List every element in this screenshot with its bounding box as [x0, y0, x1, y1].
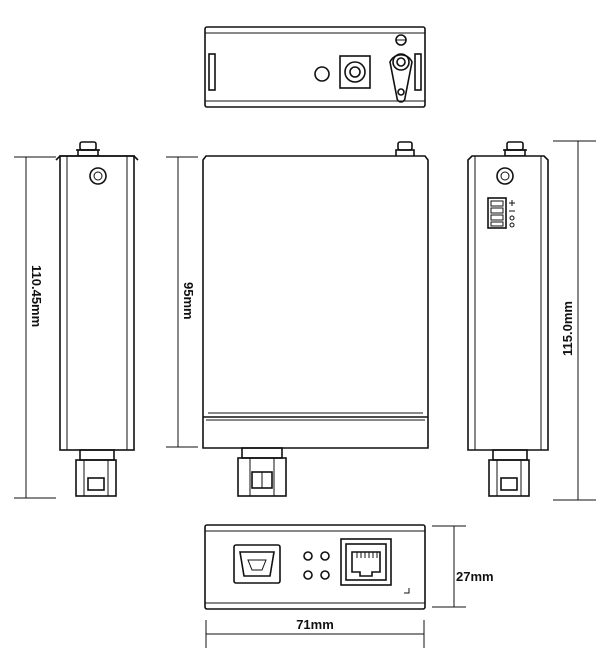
overall-height-label: 115.0mm [560, 301, 575, 356]
dimension-width: 71mm [205, 617, 425, 648]
side-height-label: 110.45mm [29, 265, 44, 327]
depth-label: 27mm [456, 569, 494, 584]
sfp-connector-side-right [488, 449, 530, 497]
end-view [204, 524, 426, 610]
rj45-port-icon [340, 538, 392, 586]
sfp-module-front [237, 447, 287, 497]
dimension-side-height: 110.45mm [14, 156, 56, 499]
right-side-view [467, 141, 549, 497]
dimension-overall-height: 115.0mm [553, 140, 596, 501]
led-indicator-icon [303, 551, 330, 580]
top-view [204, 26, 426, 108]
ground-screw-icon [389, 34, 413, 103]
dip-switch-icon [487, 197, 515, 229]
width-label: 71mm [296, 617, 334, 632]
dimension-front-height: 95mm [166, 156, 198, 448]
front-view [202, 141, 429, 497]
led-hole-icon [314, 66, 330, 82]
front-height-label: 95mm [181, 282, 196, 320]
sfp-connector-side [75, 449, 117, 497]
dimension-depth: 27mm [432, 525, 494, 608]
sfp-port-icon [233, 544, 281, 584]
left-side-view [55, 141, 139, 497]
dc-jack-icon [339, 55, 371, 89]
